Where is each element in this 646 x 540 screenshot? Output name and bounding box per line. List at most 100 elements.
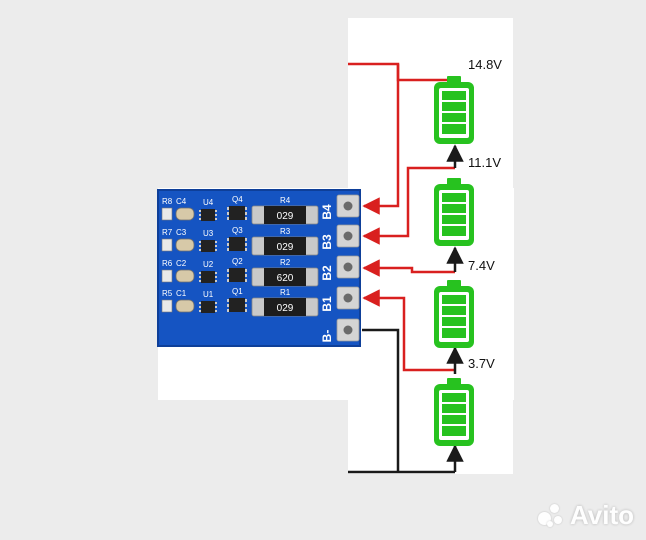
label-q2: Q2 [232,257,243,266]
capacitor-c4 [175,207,195,221]
transistor-q3 [229,237,245,251]
label-r6: R6 [162,259,173,268]
transistor-pin [227,304,229,307]
pad-label-b2: B2 [320,265,334,281]
transistor-q1 [229,298,245,312]
resistor-code: 620 [277,273,294,284]
resistor-code: 029 [277,211,294,222]
battery-cell-1 [434,378,474,446]
resistor-r2 [264,268,306,286]
ic-pin [199,210,201,212]
watermark-text: Avito [570,499,635,530]
ic-u4 [201,209,215,221]
ic-pin [215,249,217,251]
label-u2: U2 [203,260,214,269]
resistor-code: 029 [277,303,294,314]
voltage-label-3-7: 3.7V [468,356,495,371]
transistor-q2 [229,268,245,282]
ic-pin [199,245,201,247]
battery-cell-3 [434,178,474,246]
resistor-r1 [264,298,306,316]
label-q4: Q4 [232,195,243,204]
ic-pin [215,241,217,243]
pad-hole [343,201,353,211]
transistor-pin [245,248,247,251]
label-c3: C3 [176,228,187,237]
transistor-pin [227,238,229,241]
label-c1: C1 [176,289,187,298]
label-r7: R7 [162,228,173,237]
capacitor-c3 [175,238,195,252]
label-u1: U1 [203,290,214,299]
pad-hole [343,231,353,241]
battery-cell-4 [434,76,474,144]
wire-bminus [362,328,400,472]
ic-u1 [201,301,215,313]
label-c2: C2 [176,259,187,268]
transistor-pin [227,243,229,246]
ic-pin [199,214,201,216]
label-r2: R2 [280,258,291,267]
ic-pin [199,276,201,278]
label-u3: U3 [203,229,214,238]
resistor-r8 [161,207,173,221]
ic-pin [215,310,217,312]
label-r4: R4 [280,196,291,205]
capacitor-c1 [175,299,195,313]
label-r8: R8 [162,197,173,206]
battery-cell-2 [434,280,474,348]
ic-pin [199,218,201,220]
wire-b3 [362,166,455,245]
transistor-pin [227,269,229,272]
transistor-pin [245,238,247,241]
ic-pin [215,214,217,216]
capacitor-c2 [175,269,195,283]
resistor-r5 [161,299,173,313]
transistor-pin [245,212,247,215]
transistor-pin [227,299,229,302]
label-c4: C4 [176,197,187,206]
transistor-pin [245,243,247,246]
wire-b4-down [362,64,400,215]
label-u4: U4 [203,198,214,207]
resistor-r7 [161,238,173,252]
ic-pin [199,241,201,243]
transistor-q4 [229,206,245,220]
transistor-pin [245,217,247,220]
ic-pin [215,306,217,308]
transistor-pin [245,299,247,302]
label-r5: R5 [162,289,173,298]
transistor-pin [227,248,229,251]
transistor-pin [245,279,247,282]
transistor-pin [245,207,247,210]
wiring [348,62,464,474]
avito-logo-icon [536,502,566,528]
label-r1: R1 [280,288,291,297]
ic-pin [199,310,201,312]
pad-hole [343,325,353,335]
wire-b2 [362,259,455,277]
resistor-r6 [161,269,173,283]
transistor-pin [227,279,229,282]
resistor-r4 [264,206,306,224]
resistor-r3 [264,237,306,255]
label-q3: Q3 [232,226,243,235]
voltage-label-7-4: 7.4V [468,258,495,273]
label-q1: Q1 [232,287,243,296]
ic-pin [199,249,201,251]
transistor-pin [227,309,229,312]
pad-label-b4: B4 [320,204,334,220]
ic-pin [199,306,201,308]
ic-pin [199,272,201,274]
transistor-pin [245,274,247,277]
wire-b1 [362,289,455,372]
label-r3: R3 [280,227,291,236]
transistor-pin [245,269,247,272]
pad-label-b1: B1 [320,296,334,312]
transistor-pin [227,274,229,277]
ic-pin [215,276,217,278]
pad-hole [343,262,353,272]
ic-pin [215,272,217,274]
